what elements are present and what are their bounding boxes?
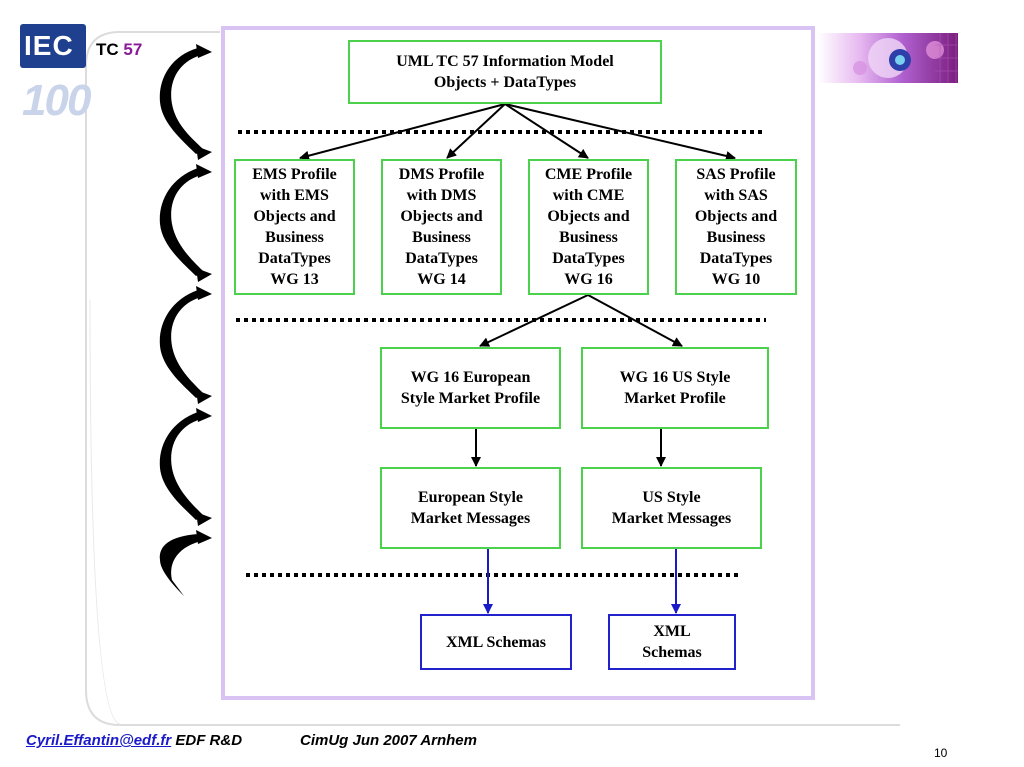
footer: Cyril.Effantin@edf.fr EDF R&D (26, 732, 242, 749)
tc-text: TC (96, 40, 119, 59)
ems-profile-box: EMS Profile with EMS Objects and Busines… (234, 159, 355, 295)
iec-logo-text: IEC (24, 30, 74, 61)
iec-logo: IEC 100 (20, 24, 91, 134)
arrow-to-european-profile (479, 294, 589, 347)
sas-profile-box: SAS Profile with SAS Objects and Busines… (675, 159, 797, 295)
dms-profile-box: DMS Profile with DMS Objects and Busines… (381, 159, 502, 295)
tc-number: 57 (123, 40, 143, 59)
uml-information-model-box: UML TC 57 Information Model Objects + Da… (348, 40, 662, 104)
european-market-messages-box: European Style Market Messages (380, 467, 561, 549)
author-email-link[interactable]: Cyril.Effantin@edf.fr (26, 732, 172, 749)
european-market-profile-box: WG 16 European Style Market Profile (380, 347, 561, 429)
arrow-to-us-profile (587, 294, 683, 347)
footer-event: CimUg Jun 2007 Arnhem (300, 732, 477, 749)
xml-schemas-box-2: XML Schemas (608, 614, 736, 670)
cme-profile-box: CME Profile with CME Objects and Busines… (528, 159, 649, 295)
footer-org: EDF R&D (175, 732, 243, 749)
iec-logo-box: IEC (20, 24, 86, 68)
diagram-frame (221, 26, 815, 700)
page-number: 10 (934, 746, 948, 760)
arrow-to-sas (504, 103, 736, 161)
arrow-to-ems (299, 103, 506, 161)
tc-label: TC 57 (96, 40, 142, 60)
arrow-to-dms (446, 103, 506, 159)
xml-schemas-box-1: XML Schemas (420, 614, 572, 670)
iec-100-text: 100 (22, 76, 91, 125)
us-market-profile-box: WG 16 US Style Market Profile (581, 347, 769, 429)
us-market-messages-box: US Style Market Messages (581, 467, 762, 549)
arrow-to-cme (504, 103, 589, 159)
